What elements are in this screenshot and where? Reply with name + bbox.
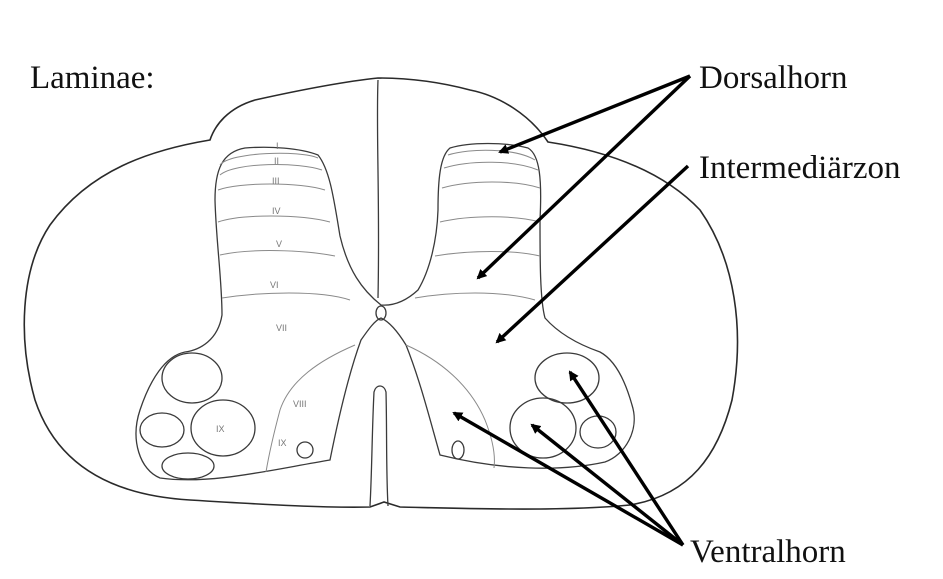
right-lamina-viii-border	[406, 345, 494, 468]
lamina-IV-label: IV	[272, 206, 281, 216]
ventralhorn-arrow-1	[454, 413, 683, 545]
spinal-cord-outline	[24, 78, 737, 509]
lamina-IX-large-label: IX	[216, 424, 225, 434]
left-motor-nuclei	[140, 353, 313, 479]
lamina-VIII-label: VIII	[293, 399, 307, 409]
lamina-II-label: II	[274, 156, 279, 166]
right-dorsal-laminae	[415, 150, 540, 300]
laminae-label: Laminae:	[30, 62, 155, 95]
dorsalhorn-arrow-1	[500, 76, 690, 152]
lamina-I-label: I	[276, 141, 279, 151]
ventralhorn-arrow-2	[532, 425, 683, 545]
lamina-V-label: V	[276, 239, 282, 249]
ventral-median-fissure	[370, 386, 388, 506]
grey-matter-outline	[136, 144, 634, 480]
lamina-VI-label: VI	[270, 280, 279, 290]
lamina-VII-label: VII	[276, 323, 287, 333]
intermediarzon-label: Intermediärzon	[699, 152, 901, 185]
left-dorsal-laminae	[218, 153, 350, 300]
dorsalhorn-label: Dorsalhorn	[699, 62, 847, 95]
ventralhorn-label: Ventralhorn	[690, 536, 846, 569]
intermediarzon-arrow	[497, 166, 688, 342]
lamina-III-label: III	[272, 176, 280, 186]
lamina-IX-small-label: IX	[278, 438, 287, 448]
dorsal-median-septum	[377, 80, 378, 298]
ventralhorn-arrow-3	[570, 372, 683, 545]
